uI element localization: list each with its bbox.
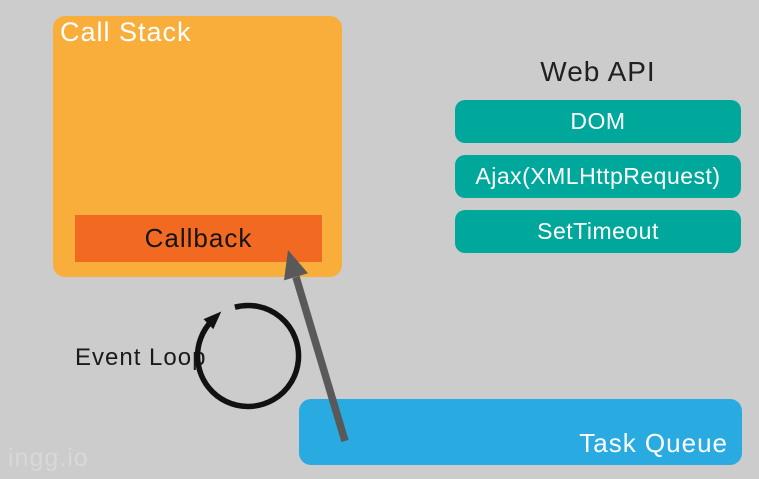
web-api-item-dom: DOM [455, 100, 741, 143]
callback-label: Callback [144, 223, 253, 253]
web-api-item-ajax: Ajax(XMLHttpRequest) [455, 155, 741, 198]
web-api-item-label: DOM [570, 108, 626, 134]
web-api-item-settimeout: SetTimeout [455, 210, 741, 253]
callback-box: Callback [75, 215, 322, 262]
watermark-text: ingg.io [8, 444, 89, 472]
web-api-item-label: SetTimeout [537, 218, 659, 244]
web-api-item-label: Ajax(XMLHttpRequest) [475, 163, 721, 189]
event-loop-circular-arrow-icon [194, 302, 302, 410]
task-queue-box: Task Queue [299, 399, 742, 465]
call-stack-label: Call Stack [60, 17, 192, 47]
event-loop-label: Event Loop [75, 344, 207, 371]
task-queue-label: Task Queue [579, 428, 728, 458]
web-api-title: Web API [540, 56, 656, 87]
